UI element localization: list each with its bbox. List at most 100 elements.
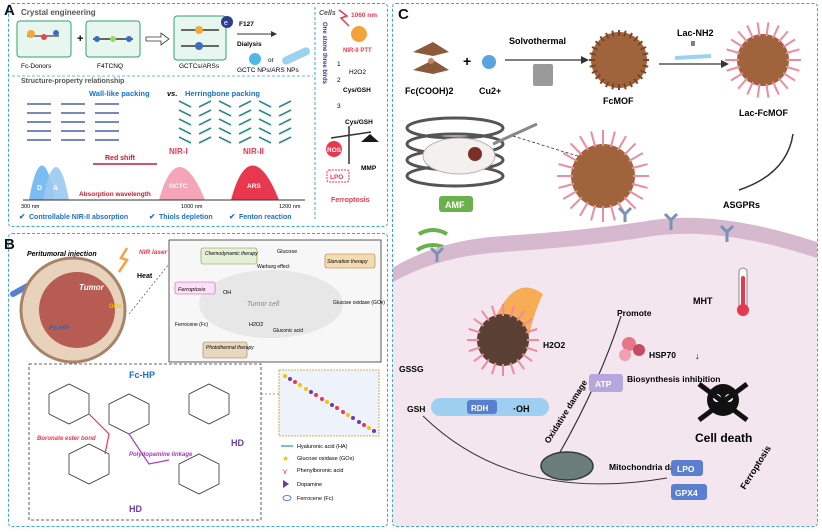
electron-icon	[221, 16, 233, 28]
amf-badge	[439, 196, 473, 212]
herringbone-packing-mark	[238, 109, 252, 117]
herringbone-packing-mark	[278, 136, 292, 144]
spike-mark	[473, 318, 485, 327]
gctc-peak	[159, 167, 205, 200]
cocrystal-molecule-icon	[181, 26, 219, 50]
herringbone-packing-mark	[178, 100, 192, 108]
gctc-box	[173, 15, 227, 61]
check-icon: ✔	[149, 212, 155, 221]
amf-label: AMF	[445, 200, 465, 210]
heat-label: Heat	[137, 273, 153, 280]
spike-mark	[628, 81, 633, 88]
herringbone-packing-mark	[278, 100, 292, 108]
hd-label-1: HD	[231, 438, 244, 448]
spike-mark	[642, 52, 649, 56]
solvothermal-label: Solvothermal	[509, 36, 566, 46]
hsp70-protein-icon	[619, 337, 645, 361]
gctc-label: GCTC	[169, 183, 188, 190]
spike-mark	[782, 38, 796, 48]
spike-mark	[637, 74, 644, 80]
tick-1000: 1000 nm	[181, 204, 203, 210]
roman-two-label: II	[691, 41, 695, 48]
plus-icon: +	[77, 33, 83, 45]
spike-mark	[777, 30, 789, 43]
atp-badge	[589, 374, 623, 392]
targeting-arrow-icon	[738, 133, 794, 191]
tumor-cell-label: Tumor cell	[247, 301, 280, 308]
herringbone-packing-mark	[178, 136, 192, 144]
gctcs-arss-label: GCTCs/ARSs	[179, 63, 220, 70]
hsp70-label: HSP70	[649, 350, 676, 360]
spike-mark	[609, 204, 616, 221]
spike-mark	[481, 310, 490, 322]
check-3-label: Fenton reaction	[239, 214, 292, 221]
step2-label: 2	[337, 77, 341, 84]
lac-fcmof-spikes	[725, 22, 801, 98]
promote-label: Promote	[617, 308, 652, 318]
internal-particle	[477, 314, 529, 366]
dialysis-label: Dialysis	[237, 41, 262, 48]
herringbone-packing-mark	[198, 109, 212, 117]
spike-mark	[730, 38, 744, 48]
legend-ferrocene-icon	[282, 495, 292, 501]
mht-label: MHT	[693, 296, 713, 306]
herringbone-packing-mark	[218, 109, 232, 117]
herringbone-packing-mark	[258, 118, 272, 126]
herringbone-packing-mark	[198, 127, 212, 135]
herringbone-packing-mark	[258, 136, 272, 144]
chemodynamic-box	[200, 247, 258, 265]
gctc-nps-label: GCTC NPs/ARS NPs	[237, 67, 300, 74]
vs-label: vs.	[167, 89, 177, 98]
herringbone-packing-mark	[178, 109, 192, 117]
skull-icon	[697, 382, 749, 422]
network-node	[309, 390, 313, 394]
copper-ion-icon	[482, 55, 496, 69]
spike-mark	[640, 69, 647, 74]
network-node	[293, 380, 297, 384]
syringe-icon	[492, 122, 538, 146]
f4tcnq-label: F4TCNQ	[97, 63, 123, 70]
spike-mark	[589, 52, 596, 56]
fc-hp-structure-box	[28, 363, 262, 521]
dialysis-arrowhead-icon	[271, 31, 277, 37]
herringbone-packing-mark	[198, 136, 212, 144]
herringbone-packing-mark	[238, 136, 252, 144]
network-node	[335, 406, 339, 410]
nir-i-label: NIR-I	[169, 147, 188, 156]
ros-label: ROS	[327, 147, 342, 154]
spike-mark	[521, 353, 533, 362]
spike-mark	[633, 78, 639, 85]
spike-mark	[640, 46, 647, 51]
spike-mark	[605, 32, 610, 39]
hydrogel-marks	[283, 374, 376, 433]
down-arrow-icon: ↓	[695, 351, 700, 361]
peritumoral-label: Peritumoral injection	[27, 251, 97, 258]
spike-mark	[611, 30, 615, 37]
spike-mark	[490, 362, 497, 375]
tumor-icon	[468, 147, 482, 161]
network-node	[362, 423, 366, 427]
tumor-cell-shape	[199, 270, 343, 338]
polydopamine-label: Polydopamine linkage	[129, 452, 193, 458]
spike-mark	[756, 22, 761, 37]
legend-phenylboronic-icon: ⋎	[282, 467, 288, 476]
network-node	[351, 416, 355, 420]
check-icon: ✔	[19, 212, 25, 221]
atp-label: ATP	[595, 379, 612, 389]
cells-title: Cells	[319, 10, 336, 17]
tick-1200: 1200 nm	[279, 204, 301, 210]
gpx4-badge	[671, 484, 707, 500]
spike-mark	[468, 327, 481, 334]
conjugation-arrowhead-icon	[721, 60, 729, 68]
mouse-icon	[422, 137, 496, 175]
crystal-engineering-title: Crystal engineering	[21, 8, 96, 17]
spike-mark	[628, 190, 644, 200]
cu-label: Cu2+	[479, 86, 501, 96]
spike-mark	[785, 65, 800, 72]
spike-mark	[605, 81, 610, 88]
herringbone-packing-mark	[198, 100, 212, 108]
herringbone-packing-mark	[218, 118, 232, 126]
h2o2-label-c: H2O2	[543, 340, 565, 350]
or-label: or	[268, 57, 275, 64]
spike-mark	[617, 135, 627, 151]
